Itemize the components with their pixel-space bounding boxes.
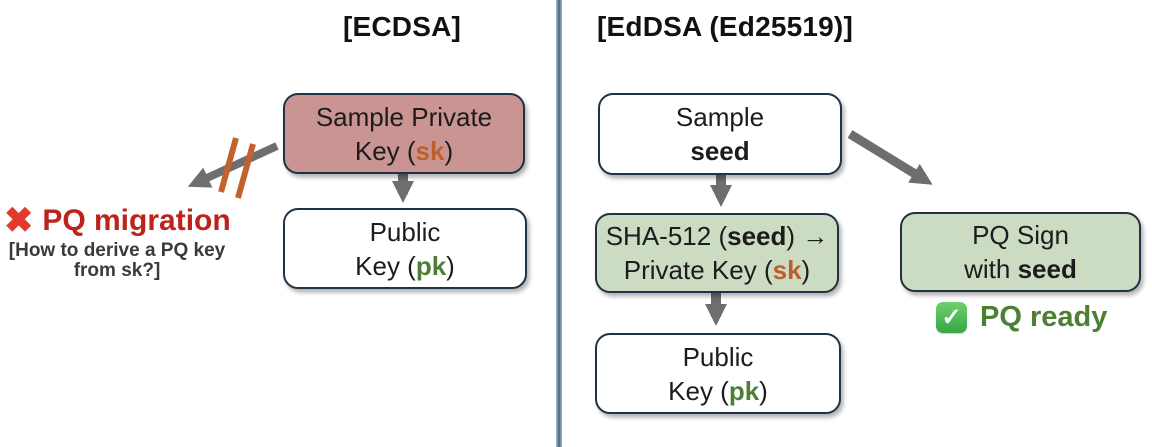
box-text-line: Key (sk)	[354, 135, 454, 166]
box-text-line: with seed	[964, 254, 1077, 284]
arrow-seed-to-pqsign	[847, 130, 933, 185]
box-text-line: seed	[690, 136, 750, 166]
pq-migration-label: PQ migration	[42, 204, 231, 237]
ecdsa-public-key-box: Public Key (pk)	[283, 208, 527, 289]
ecdsa-private-key-box: Sample Private Key (sk)	[283, 93, 525, 174]
pq-note-line1: [How to derive a PQ key	[8, 240, 226, 261]
box-text-line: PQ Sign	[972, 220, 1069, 250]
pq-note-line2: from sk?]	[73, 260, 161, 281]
eddsa-public-key-box: Public Key (pk)	[595, 333, 841, 414]
eddsa-seed-box: Sample seed	[598, 93, 842, 175]
blocked-slash-2	[235, 143, 256, 199]
arrow-blocked-migration	[187, 142, 279, 188]
check-badge-icon: ✓	[936, 302, 967, 333]
eddsa-title: [EdDSA (Ed25519)]	[597, 11, 853, 42]
box-text-line: Sample	[675, 102, 765, 132]
ecdsa-title: [ECDSA]	[342, 11, 462, 42]
box-text-line: Sample Private	[315, 101, 493, 132]
sk-token: sk	[415, 135, 445, 166]
pq-sign-box: PQ Sign with seed	[900, 212, 1141, 292]
panel-divider	[556, 0, 562, 447]
pq-ready-label: PQ ready	[980, 301, 1108, 333]
box-text-line: SHA-512 (seed) →	[605, 221, 829, 251]
pk-token: pk	[728, 375, 760, 406]
pq-migration-note: [How to derive a PQ key from sk?]	[0, 241, 234, 281]
pq-migration-label-row: ✖ PQ migration	[4, 203, 254, 239]
right-arrow-glyph: →	[802, 221, 829, 251]
pk-token: pk	[415, 250, 447, 281]
x-cross-icon: ✖	[4, 201, 34, 240]
sk-token: sk	[772, 255, 802, 285]
box-text-line: Public	[682, 341, 754, 372]
pq-ready-row: ✓ PQ ready	[936, 301, 1107, 334]
eddsa-sha512-box: SHA-512 (seed) → Private Key (sk)	[595, 213, 839, 293]
box-text-line: Key (pk)	[355, 250, 455, 281]
blocked-slash-1	[218, 137, 239, 193]
box-text-line: Private Key (sk)	[623, 255, 811, 285]
box-text-line: Key (pk)	[668, 375, 768, 406]
box-text-line: Public	[369, 216, 441, 247]
